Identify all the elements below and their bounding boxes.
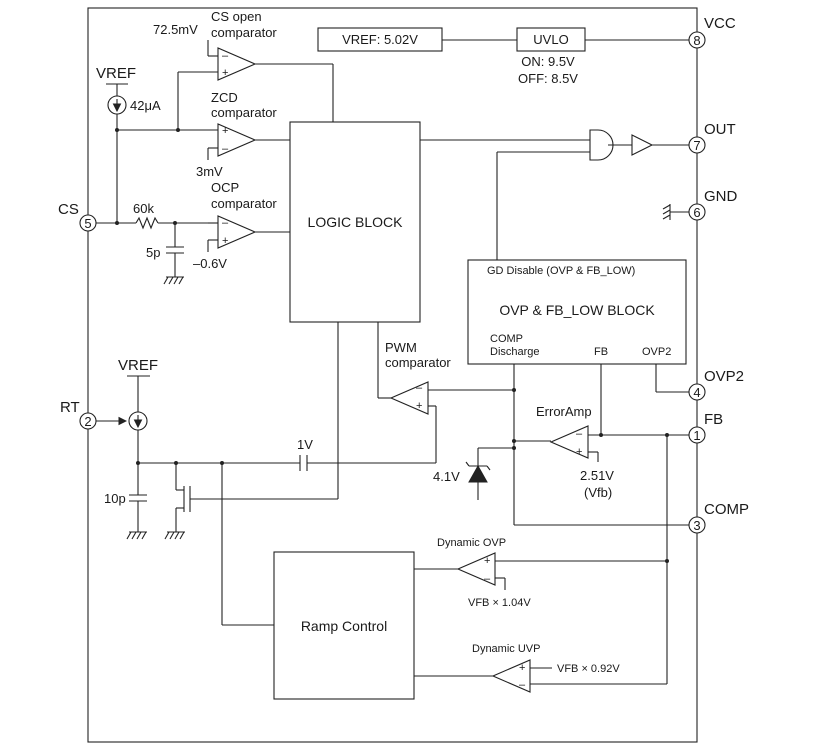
source-1v-label: 1V <box>297 437 313 452</box>
current-source-42ua-label: 42μA <box>130 98 161 113</box>
pin-vcc-label: VCC <box>704 15 736 32</box>
ocp-comparator <box>217 215 257 249</box>
dynamic-uvp-ref: VFB × 0.92V <box>557 663 620 675</box>
logic-block-label: LOGIC BLOCK <box>308 214 404 230</box>
pin-comp-label: COMP <box>704 501 749 518</box>
uvlo-on-threshold: ON: 9.5V <box>521 54 575 69</box>
cap-10p-label: 10p <box>104 491 126 506</box>
resistor-60k <box>135 216 159 230</box>
ocp-plus: + <box>222 235 228 247</box>
ground-cs <box>163 276 184 285</box>
and-gate <box>589 129 614 161</box>
ovp-fb-low-block <box>467 259 687 365</box>
dynamic-ovp-plus: + <box>484 555 490 567</box>
pin-2-number: 2 <box>84 414 91 429</box>
zcd-comparator <box>217 123 257 157</box>
pwm-plus: + <box>416 400 422 412</box>
pwm-comparator <box>389 381 429 415</box>
ic-outline <box>87 7 698 743</box>
dynamic-ovp-label: Dynamic OVP <box>437 537 506 549</box>
zcd-minus: – <box>222 143 229 155</box>
ground-mosfet <box>164 531 185 540</box>
pin-7-circle <box>688 136 706 154</box>
error-amp-minus: – <box>576 428 583 440</box>
error-amp-vfb: (Vfb) <box>584 485 612 500</box>
pin-6-number: 6 <box>693 205 700 220</box>
pin-out-label: OUT <box>704 121 736 138</box>
ovp-block-fb-label: FB <box>594 346 608 358</box>
uvlo-off-threshold: OFF: 8.5V <box>518 71 578 86</box>
zener-diode <box>468 464 488 483</box>
vref-rt-label: VREF <box>118 357 158 374</box>
pin-8-circle <box>688 31 706 49</box>
pwm-label-2: comparator <box>385 355 451 370</box>
pin-rt-label: RT <box>60 399 80 416</box>
pin-1-circle <box>688 426 706 444</box>
dynamic-uvp-label: Dynamic UVP <box>472 643 540 655</box>
resistor-60k-label: 60k <box>133 201 154 216</box>
ocp-label-1: OCP <box>211 180 239 195</box>
ground-gnd <box>662 204 671 220</box>
logic-block <box>289 121 421 323</box>
vref-top-label: VREF <box>96 65 136 82</box>
pin-5-number: 5 <box>84 216 91 231</box>
ocp-label-2: comparator <box>211 196 277 211</box>
pin-1-number: 1 <box>693 428 700 443</box>
zcd-plus: + <box>222 125 228 137</box>
vref-regulator-label: VREF: 5.02V <box>342 32 418 47</box>
pin-fb-label: FB <box>704 411 723 428</box>
pin-gnd-label: GND <box>704 188 738 205</box>
cap-5p-label: 5p <box>146 245 160 260</box>
cs-open-comparator <box>217 47 257 81</box>
error-amp-voltage: 2.51V <box>580 468 614 483</box>
pwm-label-1: PWM <box>385 340 417 355</box>
error-amp-plus: + <box>576 446 582 458</box>
ocp-minus: – <box>222 217 229 229</box>
pin-3-number: 3 <box>693 518 700 533</box>
ground-rt-cap <box>126 531 147 540</box>
zcd-label-2: comparator <box>211 105 277 120</box>
ramp-control-label: Ramp Control <box>301 618 387 634</box>
cs-open-plus: + <box>222 67 228 79</box>
pwm-minus: – <box>416 382 423 394</box>
ocp-voltage: –0.6V <box>193 256 227 271</box>
pin-8-number: 8 <box>693 33 700 48</box>
cs-open-label-2: comparator <box>211 25 277 40</box>
gd-disable-label: GD Disable (OVP & FB_LOW) <box>487 265 635 277</box>
cs-open-voltage: 72.5mV <box>153 22 198 37</box>
pin-7-number: 7 <box>693 138 700 153</box>
dynamic-uvp-comparator <box>491 659 531 693</box>
pin-4-number: 4 <box>693 385 700 400</box>
pin-ovp2-label: OVP2 <box>704 368 744 385</box>
error-amp <box>549 425 589 459</box>
dynamic-uvp-plus: + <box>519 662 525 674</box>
zcd-voltage: 3mV <box>196 164 223 179</box>
dynamic-ovp-ref: VFB × 1.04V <box>468 597 531 609</box>
dynamic-uvp-minus: – <box>519 679 526 691</box>
pin-4-circle <box>688 383 706 401</box>
uvlo-label: UVLO <box>533 32 568 47</box>
pin-3-circle <box>688 516 706 534</box>
ramp-control-block <box>273 551 415 700</box>
comp-discharge-label-1: COMP <box>490 333 523 345</box>
comp-discharge-label-2: Discharge <box>490 346 540 358</box>
dynamic-ovp-minus: – <box>484 573 491 585</box>
zcd-label-1: ZCD <box>211 90 238 105</box>
cs-open-minus: – <box>222 50 229 62</box>
output-buffer <box>631 134 654 156</box>
error-amp-label: ErrorAmp <box>536 404 592 419</box>
pin-cs-label: CS <box>58 201 79 218</box>
ovp-block-title: OVP & FB_LOW BLOCK <box>499 302 655 318</box>
ovp-block-ovp2-label: OVP2 <box>642 346 671 358</box>
dynamic-ovp-comparator <box>456 552 496 586</box>
cs-open-label-1: CS open <box>211 9 262 24</box>
zener-label: 4.1V <box>433 469 460 484</box>
